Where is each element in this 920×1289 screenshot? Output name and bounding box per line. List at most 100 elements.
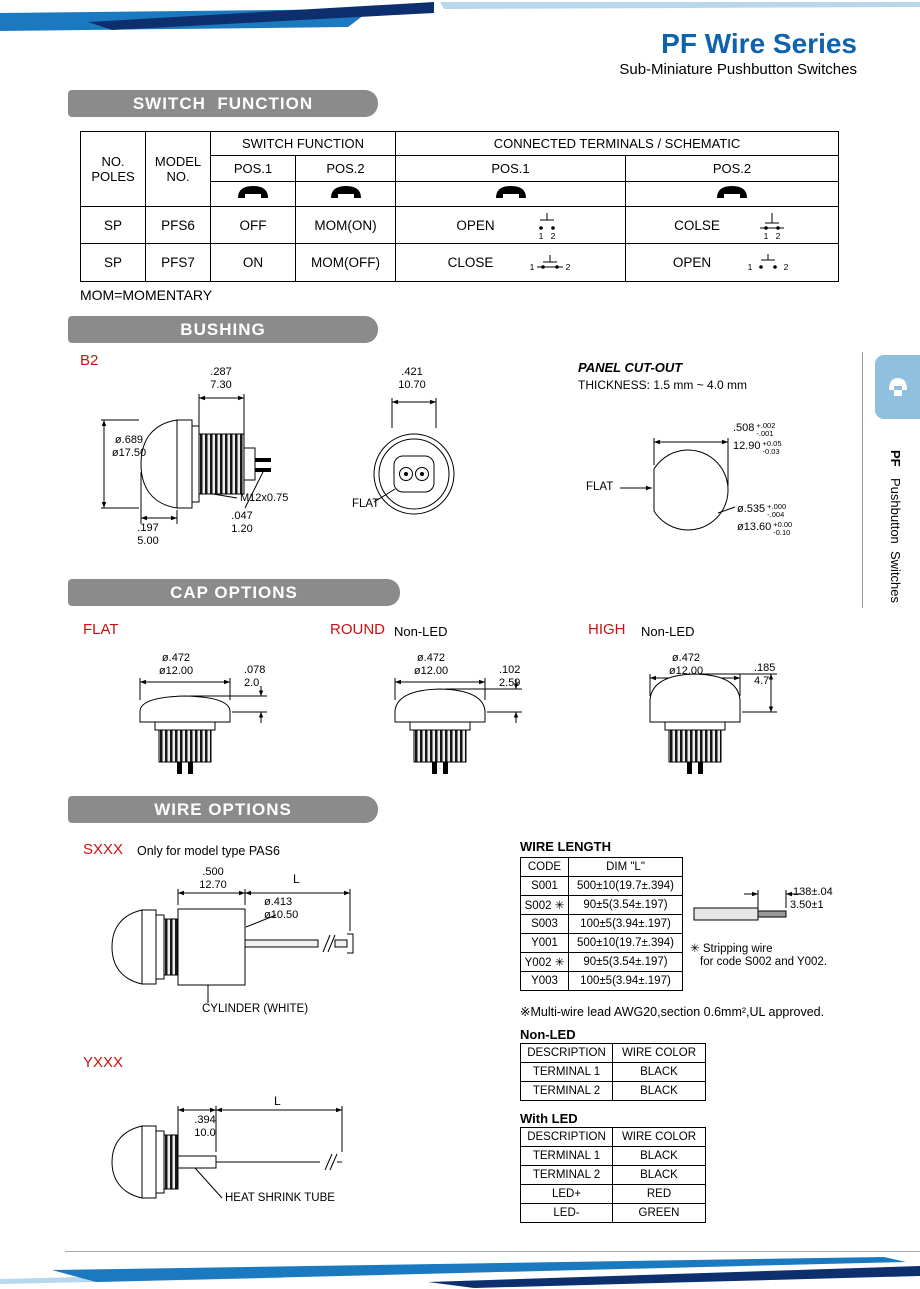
- cap-icon-cell: [395, 181, 626, 207]
- panel-cutout-title: PANEL CUT-OUT: [578, 360, 683, 375]
- with-led-table: DESCRIPTION WIRE COLOR TERMINAL 1 BLACK …: [520, 1127, 706, 1223]
- pushbutton-cap-icon: [330, 186, 361, 198]
- series-tab-label: Pushbutton Switches: [888, 478, 903, 604]
- cap-high-tag: Non-LED: [641, 624, 695, 639]
- dim-strip-length: .138±.04 3.50±1: [790, 886, 850, 912]
- bushing-side-view-drawing: [101, 394, 271, 524]
- non-led-color: BLACK: [612, 1081, 706, 1101]
- ct-state-label: OPEN: [456, 217, 495, 233]
- dim-bushing-diameter: ø.689 ø17.50: [106, 434, 152, 460]
- dim-sxxx-diameter: ø.413 ø10.50: [264, 896, 324, 922]
- non-led-header-color: WIRE COLOR: [612, 1043, 706, 1063]
- section-bar-cap-options: CAP OPTIONS: [68, 579, 400, 606]
- svg-text:2: 2: [776, 231, 781, 240]
- footer-divider: [65, 1251, 920, 1252]
- bushing-variant-label: B2: [80, 352, 99, 369]
- dim-bushing-pin: .047 1.20: [222, 510, 262, 536]
- stripped-wire-drawing: [693, 890, 800, 921]
- wire-length-header-dim: DIM "L": [568, 857, 683, 877]
- wire-length-dim: 500±10(19.7±.394): [568, 933, 683, 953]
- section-title-bushing: BUSHING: [180, 319, 266, 339]
- non-led-terminal: TERMINAL 1: [520, 1062, 613, 1082]
- dim-sxxx-length: .500 12.70: [185, 866, 241, 892]
- cap-round-tag: Non-LED: [394, 624, 448, 639]
- dim-inch: .197: [137, 522, 159, 534]
- schematic-open-icon: 1 2: [538, 213, 555, 240]
- dim-cap-high-height: .185 4.7: [754, 662, 798, 688]
- wire-length-dim: 100±5(3.94±.197): [568, 971, 683, 991]
- dim-bushing-thread-length: .287 7.30: [195, 366, 247, 392]
- with-led-color: BLACK: [612, 1146, 706, 1166]
- sxxx-cylinder-label: CYLINDER (WHITE): [202, 1003, 309, 1015]
- dim-mm: ø12.00: [668, 665, 704, 678]
- side-divider: [862, 352, 863, 608]
- cell-ct-pos1: OPEN 1 2: [395, 206, 626, 244]
- dim-mm: ø12.00: [158, 665, 194, 678]
- with-led-terminal: LED-: [520, 1203, 613, 1223]
- cell-ct-pos2: OPEN 1 2: [625, 243, 839, 282]
- col-header-model-no: MODEL NO.: [145, 131, 211, 207]
- wire-length-code: Y002 ✳: [520, 952, 569, 972]
- dim-inch: .078: [244, 664, 266, 676]
- cell-model: PFS7: [145, 243, 211, 282]
- yxxx-label: YXXX: [83, 1054, 124, 1071]
- ct-state-label: COLSE: [674, 217, 720, 233]
- dim-mm: 7.30: [210, 379, 232, 392]
- dim-inch: ø.413: [264, 896, 293, 908]
- col-header-pos1: POS.1: [210, 155, 296, 182]
- with-led-terminal: LED+: [520, 1184, 613, 1204]
- bottom-decoration: [0, 1257, 920, 1288]
- dim-yxxx-tube-length: .394 10.0: [180, 1114, 230, 1140]
- with-led-header-description: DESCRIPTION: [520, 1127, 613, 1147]
- cap-drawing-flat: [139, 678, 267, 774]
- dim-mm: 2.0: [244, 677, 260, 690]
- wire-length-dim: 500±10(19.7±.394): [568, 876, 683, 896]
- svg-text:2: 2: [566, 262, 571, 272]
- dim-cutout-dia-inch: ø.535 +.000 -.004: [737, 503, 786, 519]
- cap-drawing-round: [394, 678, 522, 774]
- dim-tolerance: +.000 -.004: [767, 502, 787, 519]
- section-title-wire-options: WIRE OPTIONS: [154, 799, 292, 819]
- dim-mm: 4.7: [754, 675, 770, 688]
- wire-length-code: Y001: [520, 933, 569, 953]
- dim-mm: 10.70: [398, 379, 426, 392]
- dim-mm: ø12.00: [413, 665, 449, 678]
- wire-length-dim: 90±5(3.54±.197): [568, 895, 683, 915]
- svg-text:1: 1: [748, 262, 753, 272]
- dim-inch: .394: [194, 1114, 216, 1126]
- dim-cap-round-diameter: ø.472 ø12.00: [405, 652, 457, 678]
- svg-text:1: 1: [538, 231, 543, 240]
- col-header-pos2: POS.2: [295, 155, 396, 182]
- schematic-closed-icon: 1 2: [530, 254, 571, 272]
- dim-inch: ø.472: [161, 652, 191, 664]
- cell-pos1: ON: [210, 243, 296, 282]
- cap-icon-cell: [295, 181, 396, 207]
- series-tab: [875, 355, 920, 419]
- wire-length-code: S001: [520, 876, 569, 896]
- page-subtitle: Sub-Miniature Pushbutton Switches: [619, 61, 857, 78]
- dim-tolerance: +.002 -.001: [756, 421, 776, 438]
- with-led-color: BLACK: [612, 1165, 706, 1185]
- with-led-terminal: TERMINAL 1: [520, 1146, 613, 1166]
- dim-mm: ø10.50: [264, 909, 299, 922]
- dim-inch: .138±.04: [790, 886, 833, 898]
- dim-yxxx-wire-length: L: [274, 1094, 281, 1108]
- with-led-color: RED: [612, 1184, 706, 1204]
- dim-inch: .185: [754, 662, 776, 674]
- dim-cutout-width-mm: 12.90 +0.05 -0.03: [733, 440, 782, 456]
- dim-front-width: .421 10.70: [384, 366, 440, 392]
- cell-ct-pos1: CLOSE 1 2: [395, 243, 626, 282]
- panel-cutout-thickness: THICKNESS: 1.5 mm ~ 4.0 mm: [578, 378, 748, 392]
- svg-text:1: 1: [764, 231, 769, 240]
- dim-bushing-thread-spec: M12x0.75: [240, 492, 289, 504]
- dim-value: 12.90: [733, 440, 761, 452]
- dim-mm: 12.70: [199, 879, 227, 892]
- svg-text:1: 1: [530, 262, 535, 272]
- dim-tolerance: +0.05 -0.03: [762, 439, 782, 456]
- schematic-open-icon: 1 2: [748, 253, 789, 272]
- svg-text:2: 2: [784, 262, 789, 272]
- dim-cutout-dia-mm: ø13.60 +0.00 -0.10: [737, 521, 792, 537]
- col-header-connected-terminals: CONNECTED TERMINALS / SCHEMATIC: [395, 131, 839, 156]
- non-led-title: Non-LED: [520, 1027, 576, 1042]
- wire-length-dim: 90±5(3.54±.197): [568, 952, 683, 972]
